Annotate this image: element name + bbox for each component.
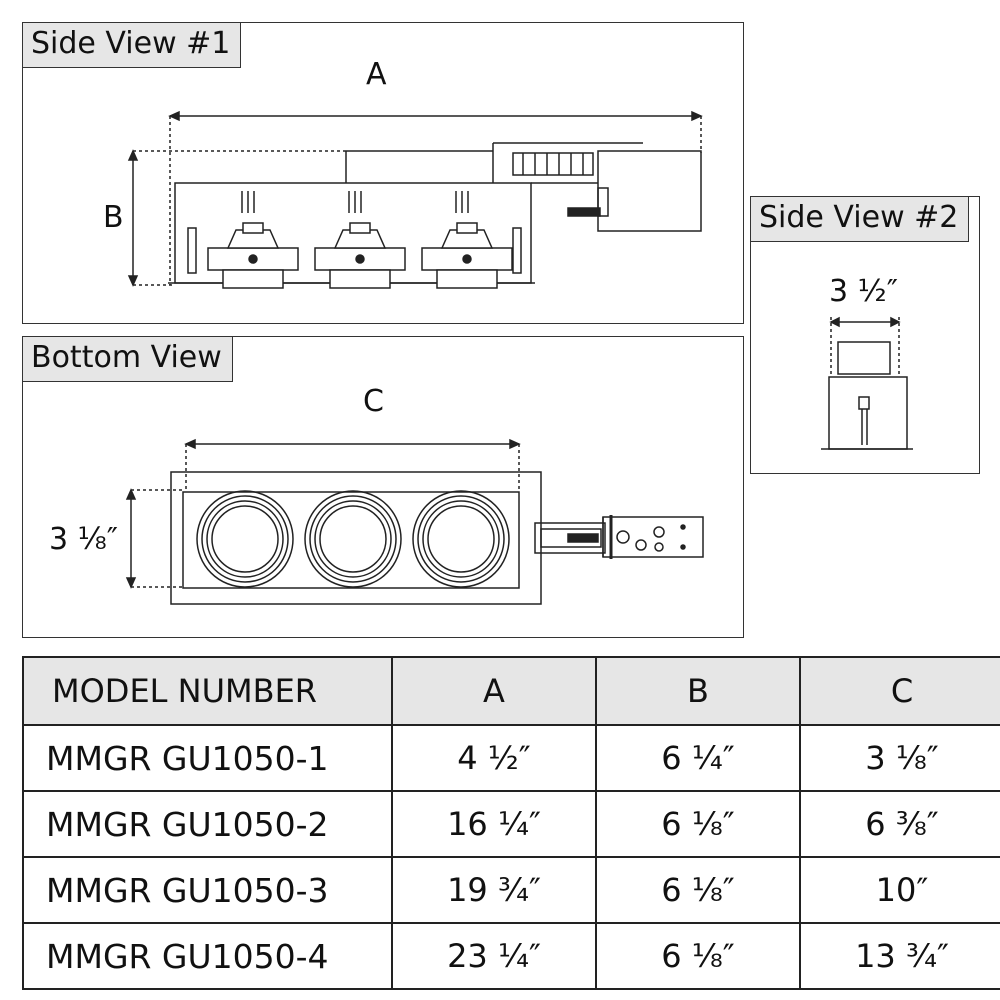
side-view-1-drawing: [127, 110, 703, 289]
header-b: B: [595, 656, 801, 726]
aperture-1: [196, 490, 294, 588]
table-header-row: MODEL NUMBER A B C: [22, 656, 1000, 726]
dimension-a-label: A: [366, 57, 387, 92]
cell-c: 13 ¾″: [799, 922, 1000, 990]
table-row: MMGR GU1050-2 16 ¼″ 6 ⅛″ 6 ⅜″: [22, 790, 1000, 858]
side-view-2-top-block: [837, 341, 891, 375]
cell-b: 6 ⅛″: [595, 790, 801, 858]
aperture-2: [304, 490, 402, 588]
junction-box: [597, 150, 702, 232]
side-view-2-housing: [828, 376, 908, 450]
trim-inner: [182, 491, 520, 589]
bottom-view-drawing: [125, 438, 704, 605]
dimension-c-label: C: [363, 384, 384, 419]
header-c: C: [799, 656, 1000, 726]
header-model-number: MODEL NUMBER: [22, 656, 393, 726]
cell-a: 23 ¼″: [391, 922, 597, 990]
bottom-view-title: Bottom View: [23, 337, 233, 382]
lamp-module-1: [207, 191, 299, 289]
cell-a: 19 ¾″: [391, 856, 597, 924]
cell-b: 6 ¼″: [595, 724, 801, 792]
side-view-2-drawing: [821, 316, 913, 450]
side-view-1-panel: Side View #1 A B: [22, 22, 744, 324]
cell-c: 6 ⅜″: [799, 790, 1000, 858]
cell-c: 10″: [799, 856, 1000, 924]
header-a: A: [391, 656, 597, 726]
table-row: MMGR GU1050-3 19 ¾″ 6 ⅛″ 10″: [22, 856, 1000, 924]
lamp-module-2: [314, 191, 406, 289]
side-view-2-width-label: 3 ½″: [829, 274, 898, 309]
cell-b: 6 ⅛″: [595, 922, 801, 990]
dimensions-table: MODEL NUMBER A B C MMGR GU1050-1 4 ½″ 6 …: [22, 656, 1000, 990]
cell-b: 6 ⅛″: [595, 856, 801, 924]
aperture-3: [412, 490, 510, 588]
cell-model: MMGR GU1050-2: [22, 790, 393, 858]
cell-model: MMGR GU1050-3: [22, 856, 393, 924]
junction-plate: [534, 522, 606, 554]
side-view-1-title: Side View #1: [23, 23, 242, 68]
cell-c: 3 ⅛″: [799, 724, 1000, 792]
cell-model: MMGR GU1050-1: [22, 724, 393, 792]
side-view-2-title: Side View #2: [751, 197, 970, 242]
bottom-height-label: 3 ⅛″: [49, 522, 118, 557]
side-view-2-panel: Side View #2 3 ½″: [750, 196, 980, 474]
cell-a: 16 ¼″: [391, 790, 597, 858]
cell-a: 4 ½″: [391, 724, 597, 792]
table-row: MMGR GU1050-4 23 ¼″ 6 ⅛″ 13 ¾″: [22, 922, 1000, 990]
bottom-view-panel: Bottom View C 3 ⅛″: [22, 336, 744, 638]
table-row: MMGR GU1050-1 4 ½″ 6 ¼″ 3 ⅛″: [22, 724, 1000, 792]
cell-model: MMGR GU1050-4: [22, 922, 393, 990]
dimension-b-label: B: [103, 200, 124, 235]
lamp-module-3: [421, 191, 513, 289]
